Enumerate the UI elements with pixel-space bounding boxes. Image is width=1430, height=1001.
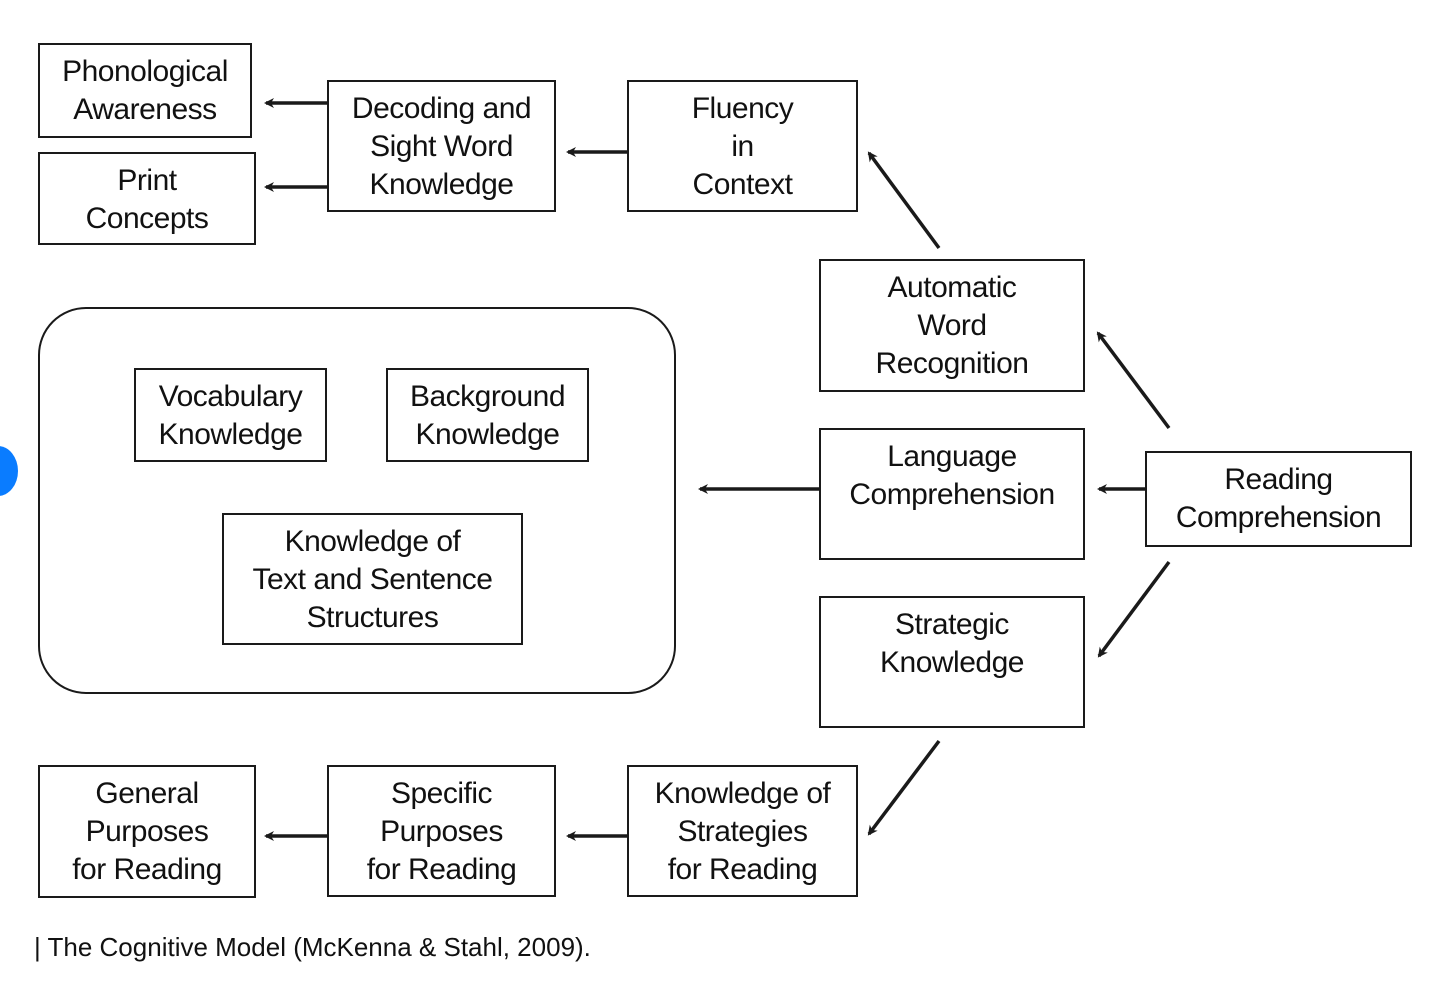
node-print-concepts: Print Concepts: [38, 152, 256, 245]
node-phonological-awareness: Phonological Awareness: [38, 43, 252, 138]
node-label: Fluency in Context: [691, 92, 794, 201]
node-specific-purposes: Specific Purposes for Reading: [327, 765, 556, 897]
node-background-knowledge: Background Knowledge: [386, 368, 589, 462]
node-text-sentence-structures: Knowledge of Text and Sentence Structure…: [222, 513, 523, 645]
node-label: Phonological Awareness: [62, 55, 228, 126]
knowledge-group-container: [38, 307, 676, 694]
node-label: Specific Purposes for Reading: [366, 777, 517, 886]
node-label: Reading Comprehension: [1175, 463, 1382, 534]
node-reading-comprehension: Reading Comprehension: [1145, 451, 1412, 547]
node-general-purposes: General Purposes for Reading: [38, 765, 256, 898]
node-decoding-sight-word: Decoding and Sight Word Knowledge: [327, 80, 556, 212]
node-label: Automatic Word Recognition: [875, 271, 1029, 380]
node-fluency-in-context: Fluency in Context: [627, 80, 858, 212]
blue-marker-dot: [0, 446, 18, 496]
node-label: Language Comprehension: [849, 440, 1055, 511]
node-label: Vocabulary Knowledge: [158, 380, 303, 451]
node-label: Background Knowledge: [409, 380, 566, 451]
node-label: Strategic Knowledge: [880, 608, 1024, 679]
node-vocabulary-knowledge: Vocabulary Knowledge: [134, 368, 327, 462]
node-label: Knowledge of Strategies for Reading: [654, 777, 831, 886]
arrow-awr-to-fluency: [867, 151, 941, 250]
node-label: Decoding and Sight Word Knowledge: [351, 92, 532, 201]
arrow-rc-to-awr: [1096, 331, 1171, 430]
node-knowledge-strategies: Knowledge of Strategies for Reading: [627, 765, 858, 897]
node-label: Print Concepts: [85, 164, 209, 235]
node-label: Knowledge of Text and Sentence Structure…: [252, 525, 493, 634]
figure-caption: | The Cognitive Model (McKenna & Stahl, …: [34, 932, 591, 962]
node-strategic-knowledge: Strategic Knowledge: [819, 596, 1085, 728]
node-language-comprehension: Language Comprehension: [819, 428, 1085, 560]
arrow-strategic-to-ksr: [867, 739, 941, 836]
node-label: General Purposes for Reading: [72, 777, 222, 886]
arrow-rc-to-strategic: [1097, 560, 1171, 658]
node-automatic-word-recognition: Automatic Word Recognition: [819, 259, 1085, 392]
